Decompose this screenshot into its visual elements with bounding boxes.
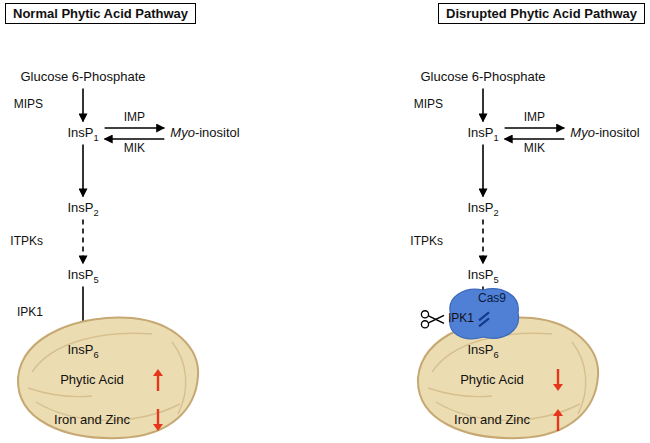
enzyme-label: MIPS	[414, 98, 443, 112]
metabolite-label: InsP1	[467, 126, 498, 141]
metabolite-node: Glucose 6-Phosphate	[18, 69, 147, 86]
text-part: InsP	[467, 200, 493, 215]
seed-shape: InsP6Phytic AcidIron and Zinc	[12, 312, 202, 440]
metabolite-label: InsP2	[67, 201, 98, 216]
metabolite-node: InsP2	[465, 200, 500, 217]
text-part: -inositol	[595, 125, 640, 140]
panel-heading: Normal Phytic Acid Pathway	[13, 6, 188, 21]
subscript: 2	[93, 207, 98, 217]
enzyme-label: Cas9	[478, 292, 506, 306]
metabolite-node: Myo-inositol	[568, 125, 641, 142]
text-part: InsP	[467, 342, 493, 357]
enzyme-label: ITPKs	[10, 235, 43, 249]
subscript: 5	[493, 274, 498, 284]
enzyme-label: MIPS	[14, 98, 43, 112]
reaction-arrow	[505, 127, 565, 129]
seed-content-label: Phytic Acid	[60, 373, 124, 388]
enzyme-label: ITPKs	[410, 235, 443, 249]
reaction-arrow	[82, 144, 84, 196]
metabolite-node: InsP1	[65, 125, 100, 142]
dashed-arrow	[82, 219, 84, 263]
metabolite-label: Glucose 6-Phosphate	[420, 70, 545, 85]
text-part: InsP	[467, 125, 493, 140]
metabolite-label: Myo-inositol	[570, 126, 639, 141]
metabolite-label: InsP5	[67, 268, 98, 283]
enzyme-label: IMP	[524, 111, 545, 125]
enzyme-label: IPK1	[17, 306, 43, 320]
enzyme-label: IMP	[124, 111, 145, 125]
metabolite-label: InsP1	[67, 126, 98, 141]
panel-heading: Disrupted Phytic Acid Pathway	[446, 6, 637, 21]
metabolite-node: InsP5	[465, 267, 500, 284]
subscript: 6	[493, 349, 498, 359]
metabolite-node: InsP2	[65, 200, 100, 217]
metabolite-node: InsP5	[65, 267, 100, 284]
reaction-arrow	[482, 144, 484, 196]
break-mark	[479, 312, 489, 326]
enzyme-label: IPK1	[448, 312, 474, 326]
enzyme-label: MIK	[524, 142, 545, 156]
reaction-arrow	[82, 88, 84, 121]
text-part: InsP	[67, 342, 93, 357]
text-part: InsP	[67, 267, 93, 282]
panel-heading-box: Normal Phytic Acid Pathway	[5, 3, 196, 24]
italic-part: Myo	[570, 125, 595, 140]
dashed-arrow	[482, 219, 484, 263]
metabolite-label: Glucose 6-Phosphate	[20, 70, 145, 85]
subscript: 2	[493, 207, 498, 217]
metabolite-label: InsP6	[67, 343, 98, 358]
subscript: 5	[93, 274, 98, 284]
subscript: 6	[93, 349, 98, 359]
enzyme-label: MIK	[124, 142, 145, 156]
reaction-arrow	[505, 138, 565, 140]
seed-content-label: Iron and Zinc	[54, 413, 130, 428]
seed-content-label: Phytic Acid	[460, 373, 524, 388]
metabolite-node: Glucose 6-Phosphate	[418, 69, 547, 86]
italic-part: Myo	[170, 125, 195, 140]
reaction-arrow	[482, 88, 484, 121]
text-part: InsP	[67, 200, 93, 215]
metabolite-node: InsP1	[465, 125, 500, 142]
metabolite-label: InsP2	[467, 201, 498, 216]
text-part: InsP	[67, 125, 93, 140]
metabolite-label: InsP6	[467, 343, 498, 358]
text-part: InsP	[467, 267, 493, 282]
reaction-arrow	[105, 138, 165, 140]
metabolite-label: InsP5	[467, 268, 498, 283]
subscript: 1	[493, 132, 498, 142]
text-part: -inositol	[195, 125, 240, 140]
panel-heading-box: Disrupted Phytic Acid Pathway	[438, 3, 645, 24]
scissors-icon	[421, 311, 444, 328]
seed-content-label: Iron and Zinc	[454, 413, 530, 428]
reaction-arrow	[105, 127, 165, 129]
metabolite-node: Myo-inositol	[168, 125, 241, 142]
metabolite-label: Myo-inositol	[170, 126, 239, 141]
subscript: 1	[93, 132, 98, 142]
